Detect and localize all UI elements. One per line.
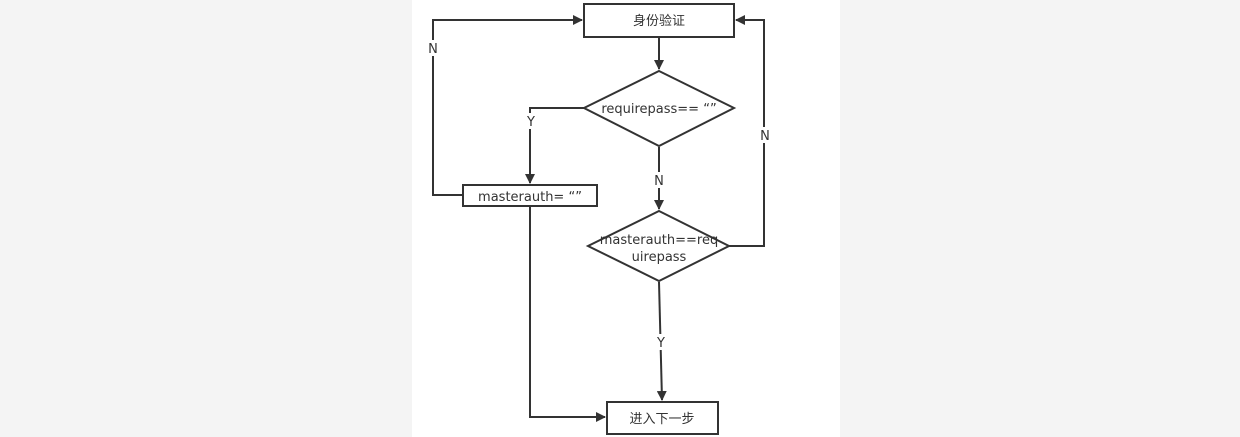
node-check-masterauth-label-line1: masterauth==req xyxy=(600,233,718,248)
edge-label-requirepass-n: N xyxy=(654,174,664,189)
node-auth-label: 身份验证 xyxy=(633,13,685,29)
edge-label-requirepass-y: Y xyxy=(526,115,535,130)
flowchart: 身份验证 requirepass== “” masterauth= “” mas… xyxy=(424,3,772,435)
edge-label-right-loop-n: N xyxy=(760,129,770,144)
node-check-requirepass xyxy=(581,69,737,148)
edge-label-masterauth-y: Y xyxy=(656,336,665,351)
node-set-masterauth xyxy=(462,184,598,207)
node-next-label: 进入下一步 xyxy=(629,412,694,427)
edge-label-masterauth-loop-n: N xyxy=(428,42,438,57)
diagram-canvas: 身份验证 requirepass== “” masterauth= “” mas… xyxy=(412,0,840,437)
node-auth xyxy=(583,3,735,38)
edge-masterauth-set-to-next xyxy=(529,206,606,422)
node-check-requirepass-label: requirepass== “” xyxy=(601,102,716,117)
node-check-masterauth-label-line2: uirepass xyxy=(632,250,687,265)
edge-masterauth-set-loop xyxy=(432,15,583,196)
node-next xyxy=(606,401,719,435)
node-set-masterauth-label: masterauth= “” xyxy=(478,190,582,205)
node-check-masterauth xyxy=(585,209,732,283)
edge-requirepass-yes xyxy=(525,107,584,184)
